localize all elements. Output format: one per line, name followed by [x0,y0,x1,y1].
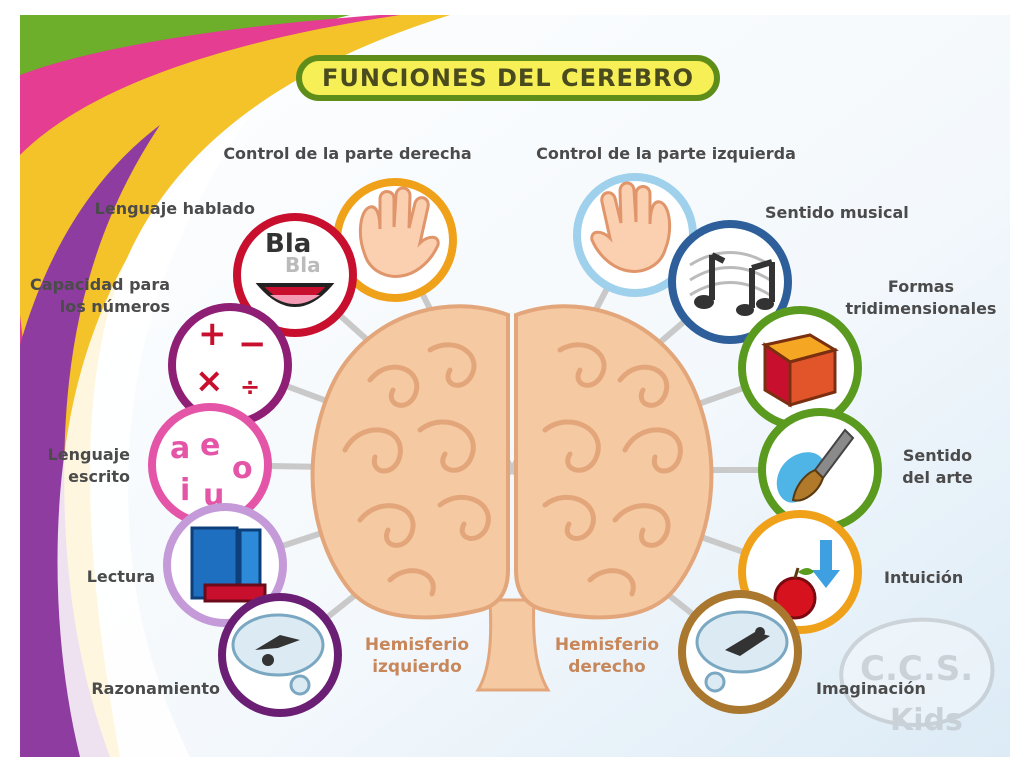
label-razonamiento: Razonamiento [91,679,220,698]
label-numeros: Capacidad para los números [30,275,170,316]
speech-bla-icon: Bla Bla [255,229,335,307]
brain [310,304,714,692]
label-control-izquierda: Control de la parte izquierda [536,144,796,163]
paintbrush-icon [776,428,855,503]
circle-imaginacion [678,590,802,714]
label-sentido-arte: Sentido del arte [902,446,973,487]
circle-razonamiento [218,593,342,717]
svg-text:÷: ÷ [240,373,260,401]
svg-text:C.C.S.: C.C.S. [860,649,973,689]
title-banner: FUNCIONES DEL CEREBRO [296,55,720,101]
svg-text:Bla: Bla [265,229,311,259]
svg-text:Kids: Kids [890,703,963,738]
cube-icon [761,333,839,408]
hand-icon [358,186,440,278]
circle-lenguaje-hablado: Bla Bla [233,213,357,337]
svg-text:×: × [195,361,224,401]
music-notes-icon [689,251,775,316]
circle-sentido-arte [758,408,882,532]
thinking-icon [231,613,325,696]
svg-text:Bla: Bla [285,253,321,277]
label-control-derecha: Control de la parte derecha [223,144,472,163]
math-symbols-icon: + − × ÷ [195,314,267,401]
svg-text:−: − [238,324,267,364]
label-hemisferio-izquierdo: Hemisferio izquierdo [364,635,470,677]
label-sentido-musical: Sentido musical [765,203,909,222]
imagination-icon [695,610,789,693]
svg-text:+: + [198,314,227,354]
apple-icon [773,540,840,620]
circle-sentido-musical [668,220,792,344]
label-lenguaje-escrito: Lenguaje escrito [47,445,130,486]
svg-text:a: a [170,431,190,466]
label-hemisferio-derecho: Hemisferio derecho [554,635,660,677]
title: FUNCIONES DEL CEREBRO [321,64,695,92]
label-lenguaje-hablado: Lenguaje hablado [94,199,255,218]
circle-formas-3d [738,306,862,430]
label-intuicion: Intuición [884,568,964,587]
circle-control-izquierda [573,173,697,297]
books-icon [190,526,267,603]
circle-numeros: + − × ÷ [168,303,292,427]
circle-lectura [163,503,287,627]
svg-text:e: e [200,428,220,463]
svg-text:o: o [232,451,253,486]
label-formas-3d: Formas tridimensionales [845,277,997,318]
label-lectura: Lectura [86,567,155,586]
svg-text:i: i [180,473,190,508]
label-imaginacion: Imaginación [816,679,926,698]
vowels-icon: a e o i u [170,428,253,513]
hand-icon [590,181,672,273]
ccs-kids-logo: C.C.S. Kids [839,617,995,738]
